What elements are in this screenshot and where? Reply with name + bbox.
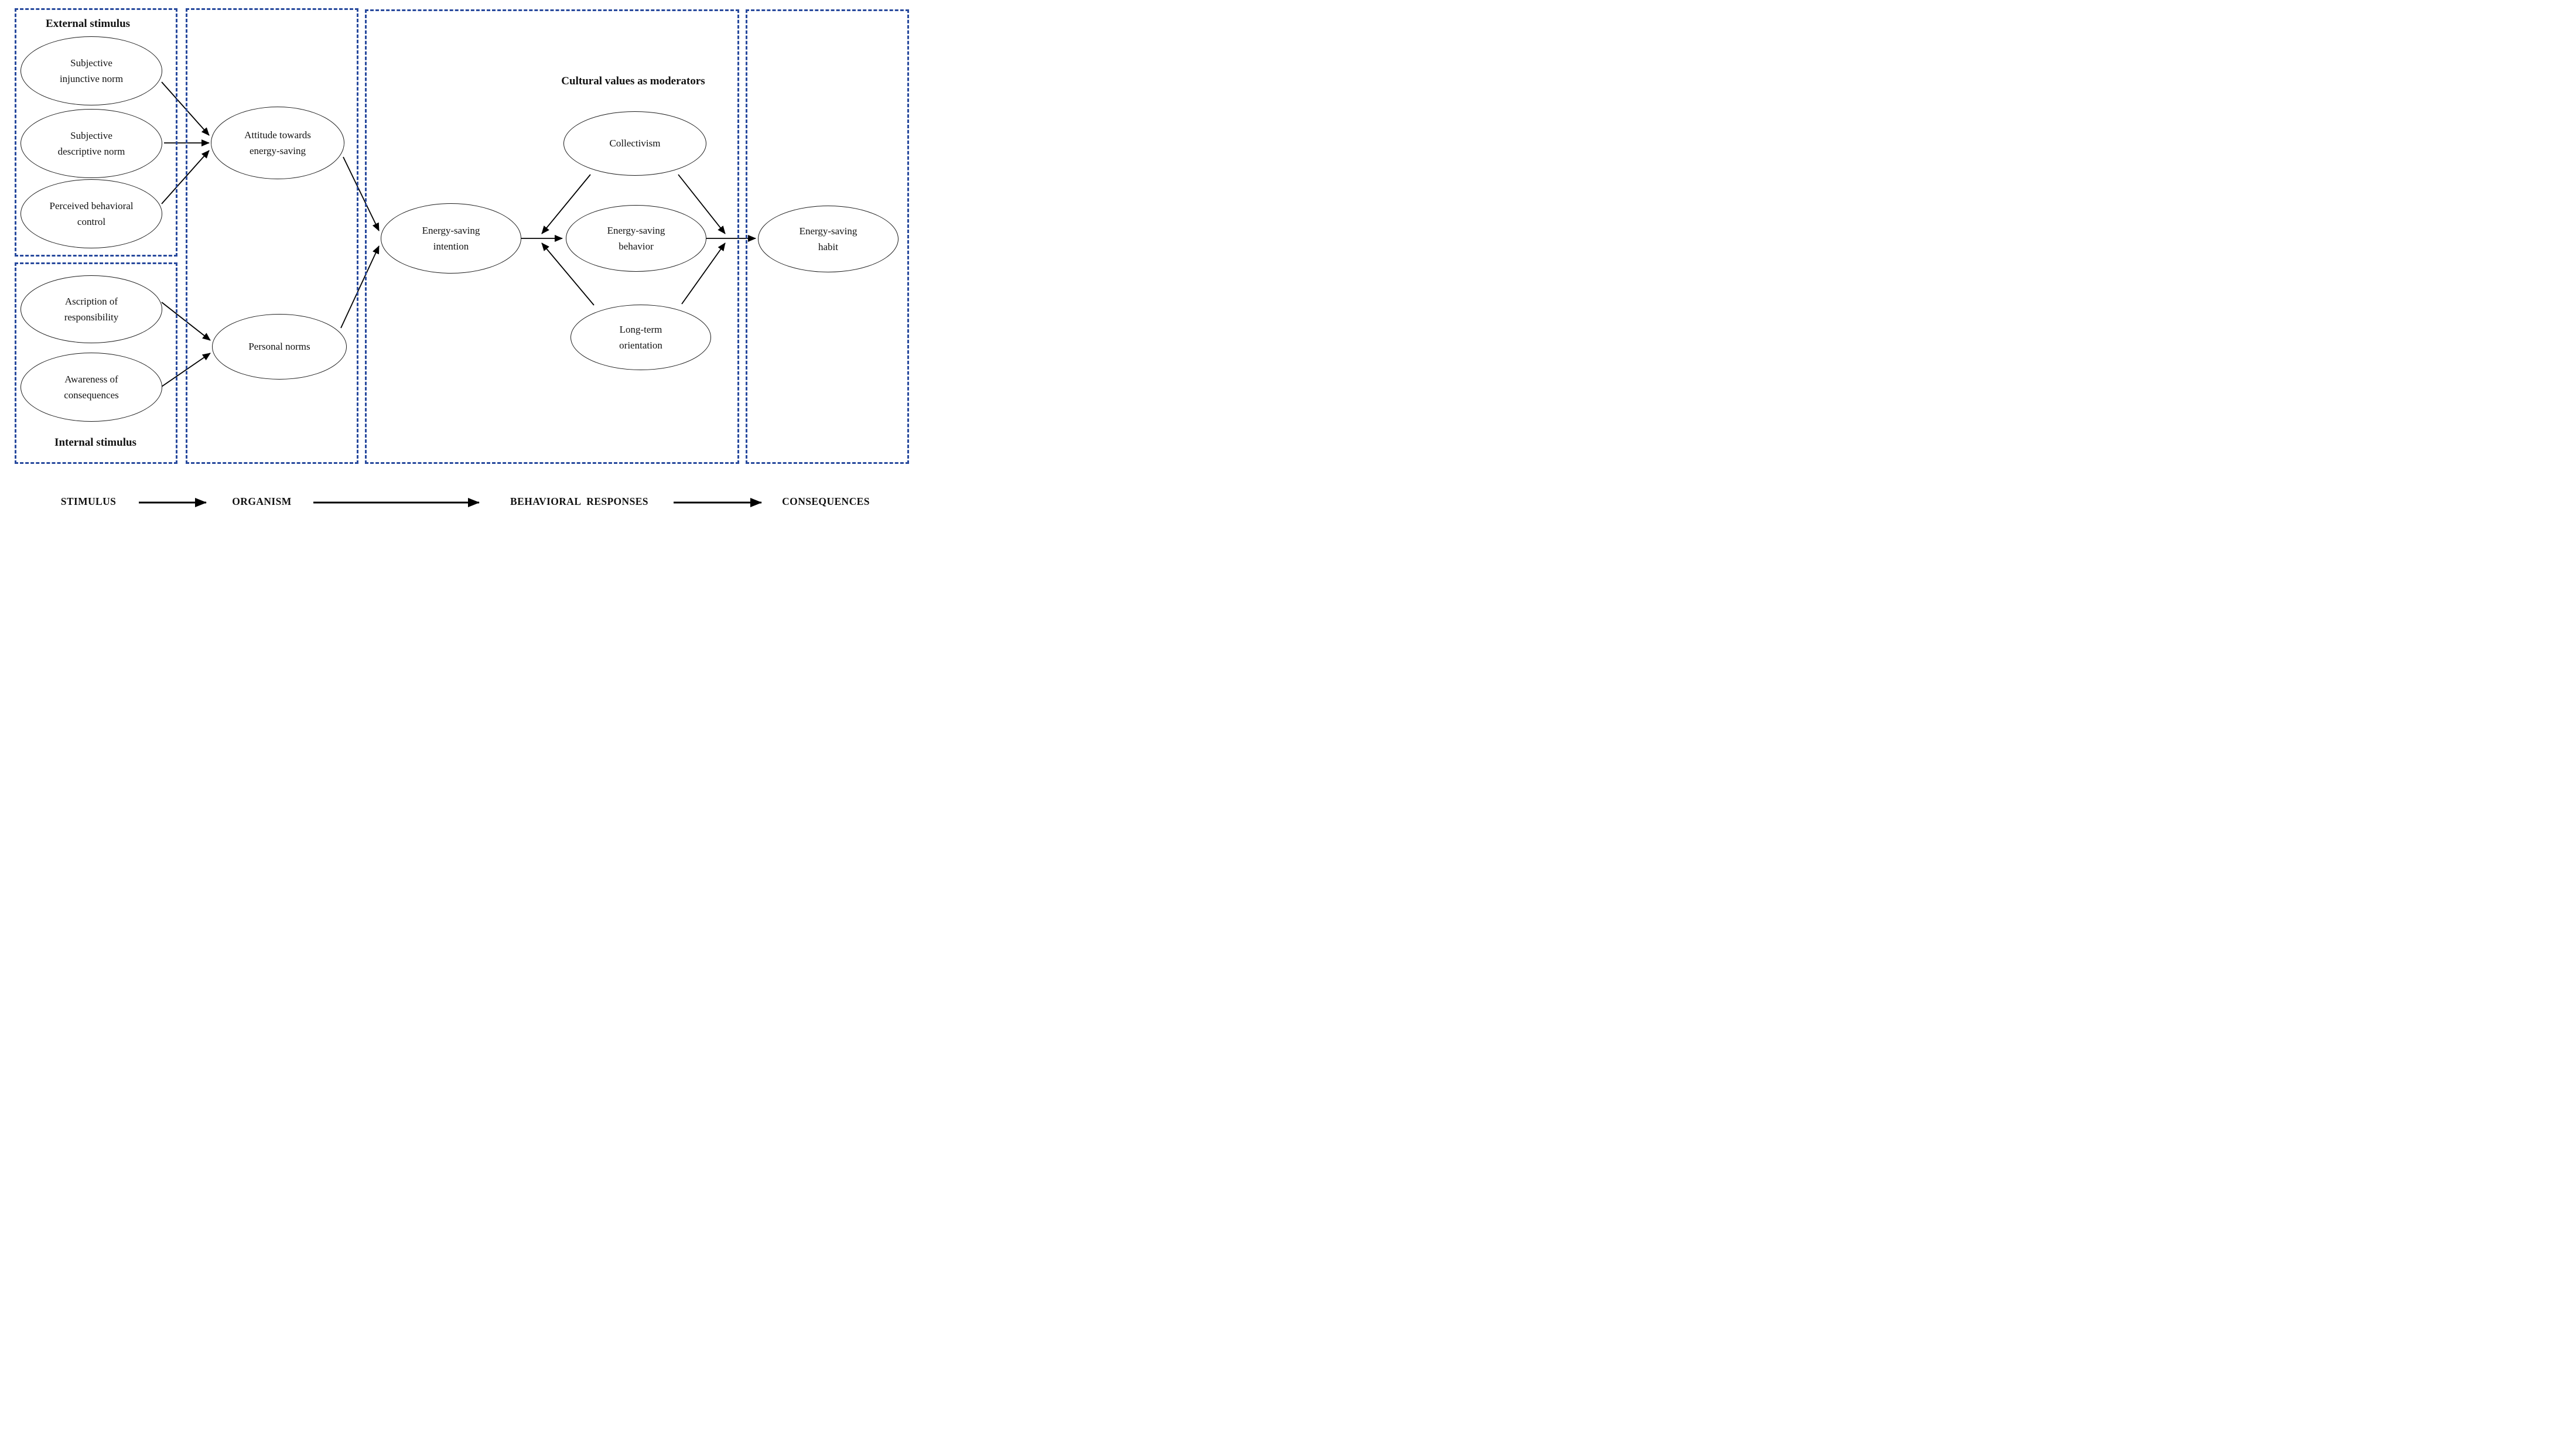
internal-stimulus-title: Internal stimulus — [54, 436, 136, 449]
node-ascription-of-responsibility: Ascription of responsibility — [21, 275, 162, 343]
node-label: Energy-saving behavior — [607, 224, 665, 252]
node-label: Long-term orientation — [619, 323, 662, 351]
flow-label-behavioral-responses: BEHAVIORAL RESPONSES — [510, 496, 648, 507]
node-awareness-of-consequences: Awareness of consequences — [21, 353, 162, 422]
flow-label-stimulus: STIMULUS — [60, 496, 117, 507]
cultural-values-moderators-title: Cultural values as moderators — [561, 75, 705, 87]
arrow-injunctive-to-attitude — [161, 81, 210, 136]
arrow-longterm-moderates-behavior-habit — [681, 242, 726, 305]
node-collectivism: Collectivism — [563, 111, 706, 176]
node-energy-saving-habit: Energy-saving habit — [758, 206, 898, 272]
arrow-collectivism-moderates-intention-behavior — [541, 174, 591, 234]
node-subjective-descriptive-norm: Subjective descriptive norm — [21, 109, 162, 178]
node-label: Awareness of consequences — [64, 373, 119, 401]
organism-box — [186, 8, 358, 464]
sobc-model-diagram: External stimulus Internal stimulus Cult… — [0, 0, 918, 518]
node-personal-norms: Personal norms — [212, 314, 347, 380]
node-energy-saving-intention: Energy-saving intention — [381, 203, 521, 274]
node-long-term-orientation: Long-term orientation — [570, 305, 711, 370]
arrow-collectivism-moderates-behavior-habit — [678, 174, 726, 234]
arrow-pbc-to-attitude — [161, 150, 210, 204]
arrow-attitude-to-intention — [343, 156, 380, 231]
behavioral-responses-box — [365, 9, 739, 464]
arrow-personal-norms-to-intention — [340, 245, 380, 329]
consequences-box — [746, 9, 909, 464]
node-label: Subjective injunctive norm — [59, 57, 124, 84]
node-label: Attitude towards energy-saving — [244, 129, 311, 156]
node-label: Personal norms — [248, 341, 310, 353]
flow-label-consequences: CONSEQUENCES — [782, 496, 870, 507]
node-label: Collectivism — [609, 138, 661, 149]
node-subjective-injunctive-norm: Subjective injunctive norm — [21, 36, 162, 105]
node-label: Energy-saving intention — [422, 224, 480, 252]
internal-stimulus-box — [15, 262, 177, 464]
node-label: Ascription of responsibility — [64, 295, 119, 323]
node-energy-saving-behavior: Energy-saving behavior — [566, 205, 706, 272]
node-label: Subjective descriptive norm — [57, 129, 125, 157]
flow-label-organism: ORGANISM — [232, 496, 292, 507]
external-stimulus-box — [15, 8, 177, 257]
external-stimulus-title: External stimulus — [45, 18, 131, 30]
node-perceived-behavioral-control: Perceived behavioral control — [21, 179, 162, 248]
arrow-longterm-moderates-intention-behavior — [541, 242, 595, 306]
node-label: Perceived behavioral control — [49, 200, 134, 227]
node-label: Energy-saving habit — [799, 225, 857, 252]
node-attitude-towards-energy-saving: Attitude towards energy-saving — [211, 107, 344, 179]
